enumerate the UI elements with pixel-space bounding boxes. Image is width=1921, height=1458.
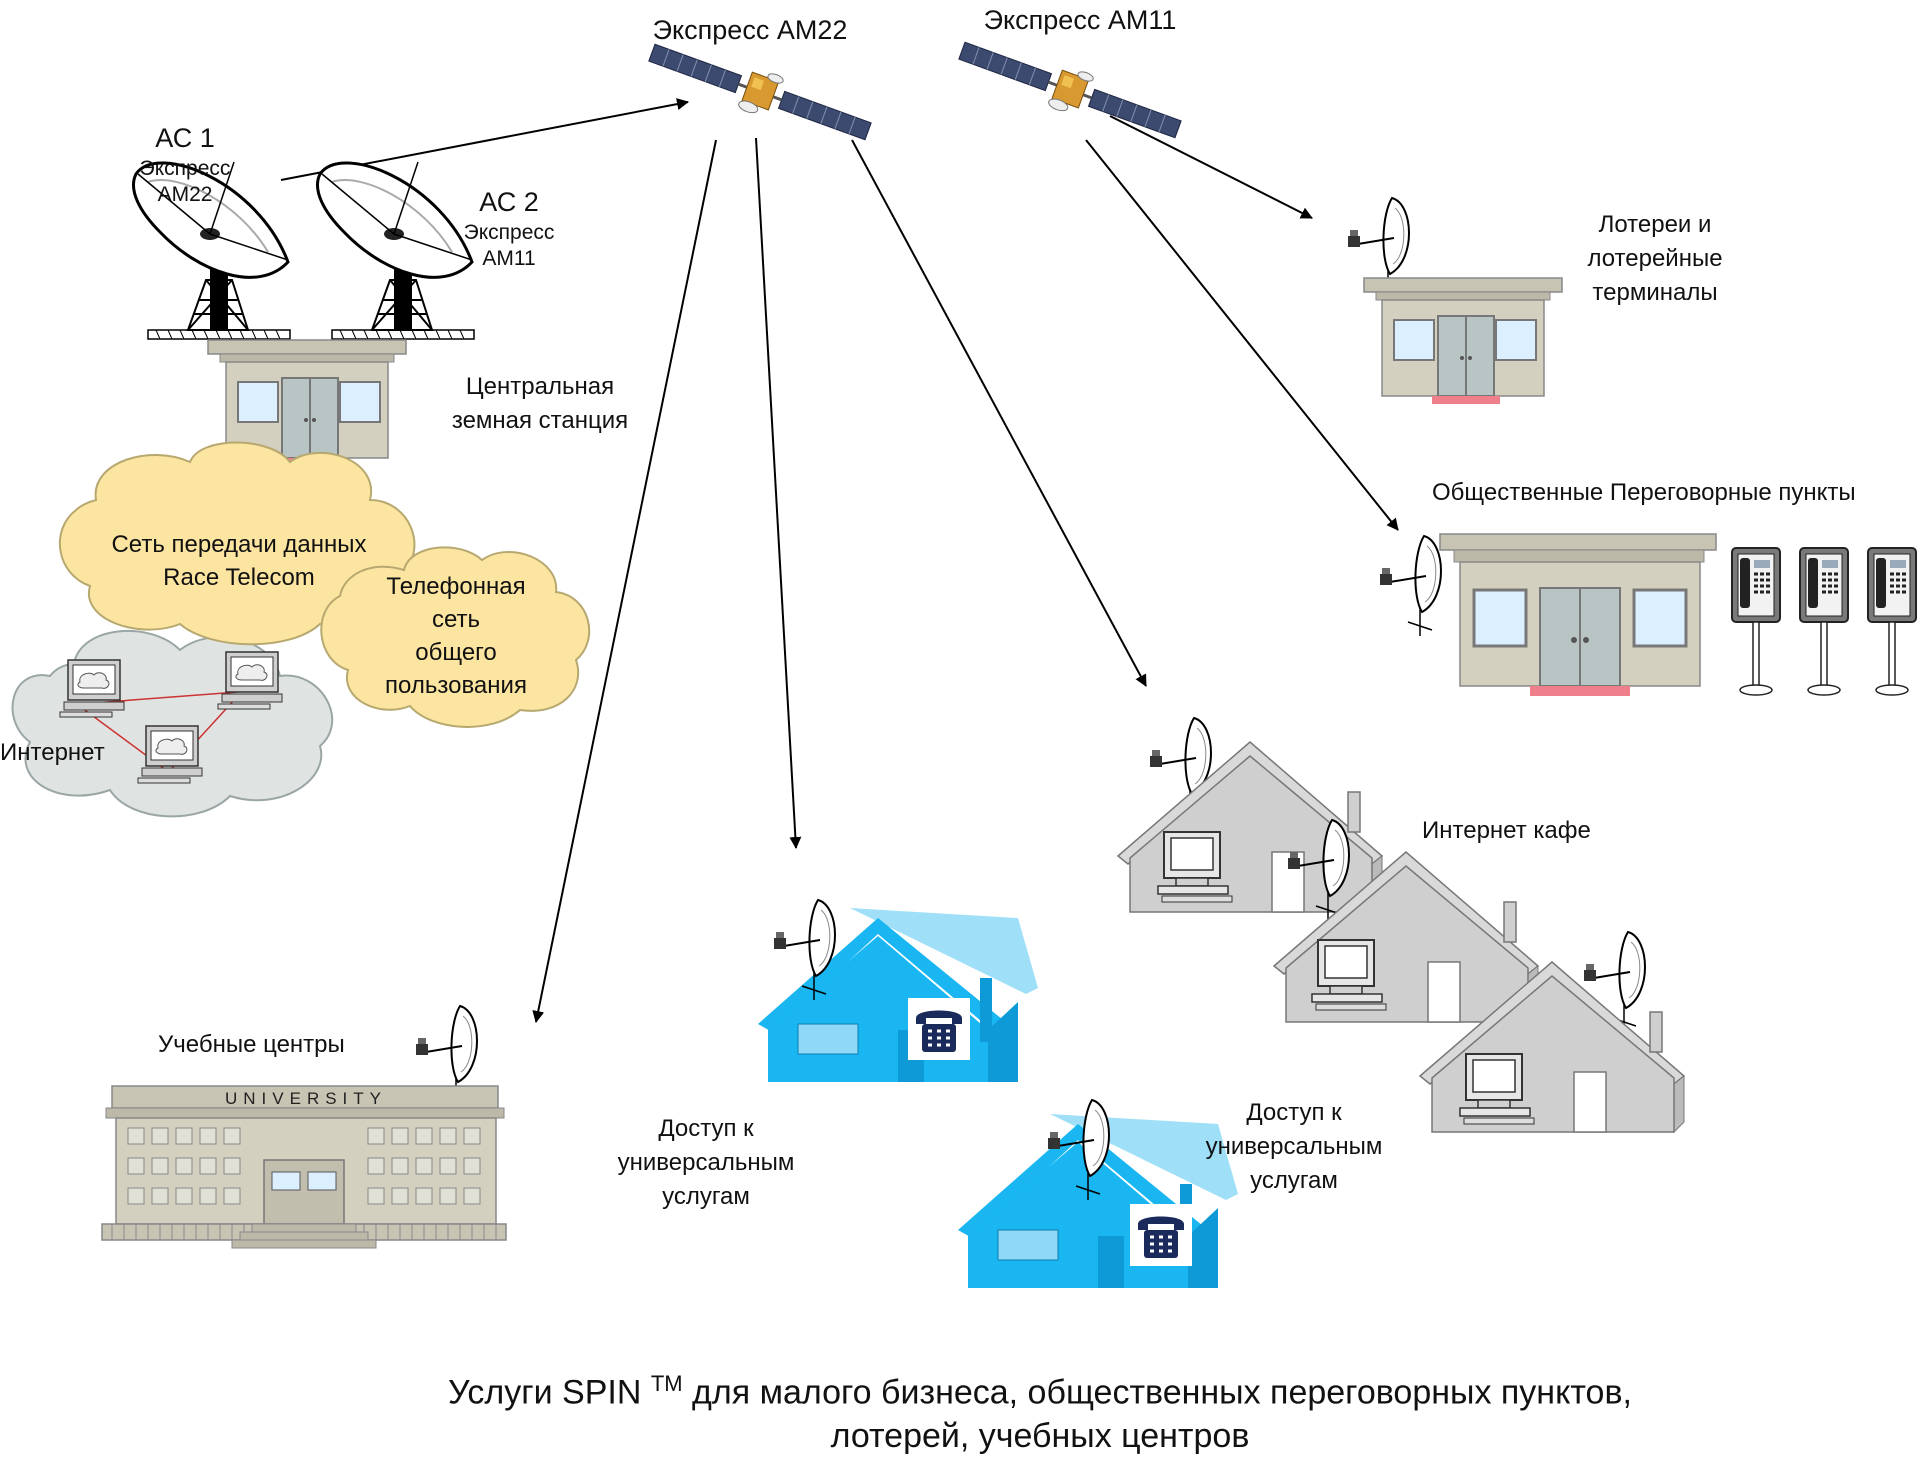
payphone-icon	[1730, 546, 1782, 697]
as1-label: АС 1 Экспресс АМ22	[110, 122, 260, 208]
caption: Услуги SPIN TM для малого бизнеса, общес…	[260, 1362, 1820, 1458]
phone-network-line3: общего	[415, 639, 497, 666]
phone-network-line4: пользования	[385, 672, 527, 699]
caption-tm: TM	[650, 1371, 683, 1396]
as2-title: АС 2	[479, 187, 539, 217]
payphone-icon	[1866, 546, 1918, 697]
arrow-am11-to-payphones	[1085, 139, 1399, 531]
access-2-line2: универсальным	[1205, 1133, 1383, 1160]
data-network-line2: Race Telecom	[163, 564, 315, 591]
as2-sub2: АМ11	[482, 247, 536, 270]
access-2-label: Доступ к универсальным услугам	[1184, 1096, 1404, 1198]
arrow-am22-to-cafe	[851, 139, 1147, 687]
lottery-line2: лотерейные	[1587, 245, 1723, 272]
data-network-cloud	[59, 441, 416, 646]
access-1-line2: универсальным	[617, 1149, 795, 1176]
cafe-pc-icon	[1311, 939, 1387, 1011]
phone-network-line2: сеть	[431, 606, 481, 633]
lottery-line3: терминалы	[1592, 279, 1718, 306]
as1-title: АС 1	[155, 123, 215, 153]
caption-spin: Услуги SPIN	[448, 1373, 642, 1412]
as1-sub2: АМ22	[157, 183, 213, 206]
internet-pc-icon	[217, 651, 283, 710]
data-network-line1: Сеть передачи данных	[111, 531, 367, 558]
arrow-am11-to-lottery	[1109, 115, 1313, 219]
satellite-am22-icon	[642, 30, 878, 155]
data-network-label: Сеть передачи данных Race Telecom	[74, 528, 404, 594]
payphone-dish-icon	[1379, 535, 1442, 637]
payphone-building-icon	[1439, 533, 1717, 696]
lottery-building-icon	[1363, 277, 1563, 405]
access-2-line1: Доступ к	[1246, 1099, 1342, 1126]
access-house-2-phone-icon	[1128, 1202, 1194, 1268]
lottery-line1: Лотереи и	[1598, 211, 1712, 238]
access-1-line1: Доступ к	[658, 1115, 754, 1142]
satellite-am11-icon	[952, 28, 1188, 153]
as2-label: АС 2 Экспресс АМ11	[434, 186, 584, 272]
cafe-pc-icon	[1157, 831, 1233, 903]
payphones-label: Общественные Переговорные пункты	[1432, 479, 1856, 506]
central-station-line2: земная станция	[451, 407, 629, 434]
caption-line1: Услуги SPIN TM для малого бизнеса, общес…	[260, 1362, 1820, 1414]
as1-sub1: Экспресс	[139, 156, 231, 180]
internet-label: Интернет	[0, 739, 105, 766]
arrow-am22-to-access	[755, 137, 802, 849]
payphone-icon	[1798, 546, 1850, 697]
caption-rest: для малого бизнеса, общественных перегов…	[682, 1373, 1632, 1412]
access-1-line3: услугам	[662, 1183, 750, 1210]
phone-network-line1: Телефонная	[386, 573, 526, 600]
central-station-label: Центральная земная станция	[420, 370, 660, 438]
access-house-1-phone-icon	[906, 996, 972, 1062]
phone-network-cloud	[320, 546, 591, 728]
university-building-icon	[101, 1085, 507, 1249]
phone-network-label: Телефонная сеть общего пользования	[346, 570, 566, 702]
access-1-label: Доступ к универсальным услугам	[596, 1112, 816, 1214]
internet-cloud	[11, 630, 334, 818]
internet-cafe-label: Интернет кафе	[1422, 817, 1591, 844]
education-label: Учебные центры	[158, 1031, 345, 1058]
satellite-am11-label: Экспресс АМ11	[983, 5, 1177, 35]
university-sign: UNIVERSITY	[225, 1089, 387, 1108]
lottery-label: Лотереи и лотерейные терминалы	[1540, 208, 1770, 310]
cafe-pc-icon	[1459, 1053, 1535, 1125]
signal-arrows	[280, 98, 1399, 1023]
internet-pc-icon	[59, 659, 125, 718]
satellite-am22-label: Экспресс АМ22	[652, 15, 848, 45]
access-house-1-icon	[757, 907, 1039, 1083]
access-2-line3: услугам	[1250, 1167, 1338, 1194]
internet-pc-icon	[137, 725, 203, 784]
as2-sub1: Экспресс	[463, 220, 555, 244]
arrow-am22-to-education	[532, 139, 717, 1023]
central-station-line1: Центральная	[465, 373, 615, 400]
caption-line2: лотерей, учебных центров	[830, 1417, 1250, 1456]
